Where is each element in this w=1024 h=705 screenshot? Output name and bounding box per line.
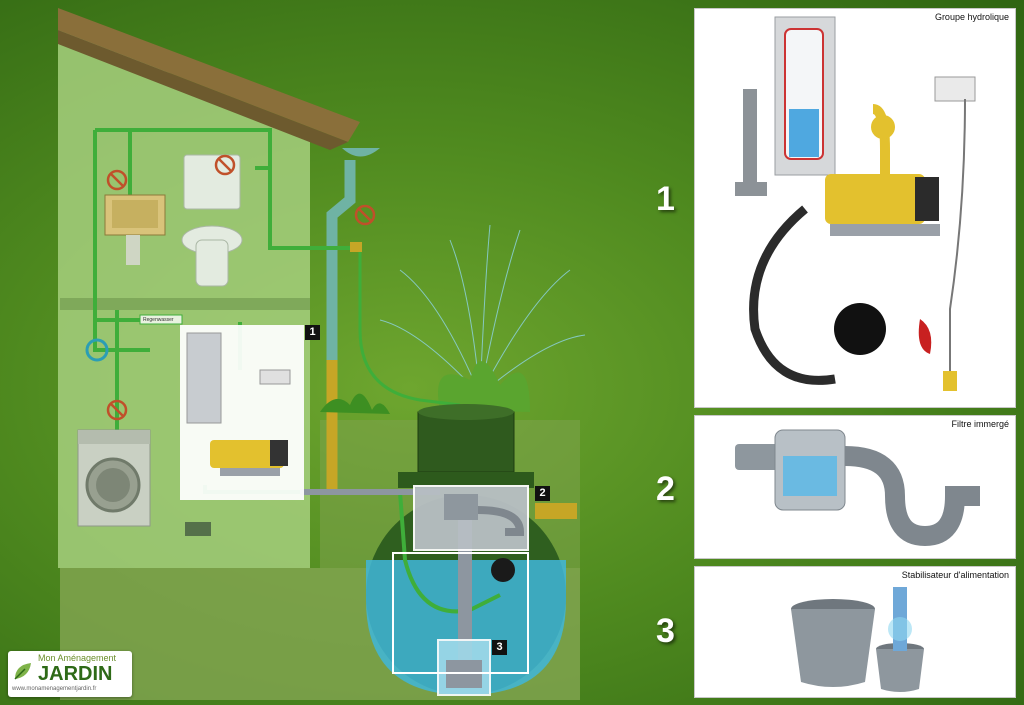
floor-drain <box>185 522 211 536</box>
marker-2: 2 <box>535 486 550 501</box>
overflow-pipe <box>535 503 577 519</box>
panel-number-3: 3 <box>656 612 675 650</box>
garden-hose <box>358 252 461 407</box>
logo-line-1: Mon Aménagement <box>38 653 117 663</box>
logo-url: www.monamenagementjardin.fr <box>12 686 97 692</box>
drinking-water-sign <box>85 338 109 362</box>
toilet <box>181 154 243 287</box>
garden-tap <box>350 242 362 252</box>
float-ball <box>491 558 515 582</box>
panel-number-2: 2 <box>656 470 675 508</box>
hydraulic-unit-illustration <box>735 16 976 391</box>
roof <box>58 8 360 142</box>
downpipe <box>326 160 356 490</box>
inlet-standpipe <box>458 520 472 660</box>
inset-3-frame <box>392 552 529 674</box>
panel-title: Filtre immergé <box>951 419 1009 429</box>
stabilizer-illustration <box>791 587 924 692</box>
washing-machine <box>77 429 151 527</box>
marker-3: 3 <box>492 640 507 655</box>
panel-title: Stabilisateur d'alimentation <box>901 570 1009 580</box>
panel-stabilizer: Stabilisateur d'alimentation <box>694 566 1016 698</box>
roof-underside <box>58 30 348 150</box>
house-floor-divider <box>60 298 310 310</box>
filter-illustration <box>735 429 980 547</box>
no-drinking-signs <box>106 154 376 421</box>
brand-logo: Mon Aménagement JARDIN www.monamenagemen… <box>8 651 132 697</box>
logo-line-2: JARDIN <box>38 663 113 685</box>
gutter <box>342 148 380 157</box>
panel-title: Groupe hydrolique <box>934 12 1009 22</box>
pipe-label: Regenwasser <box>143 317 174 323</box>
panel-filter: Filtre immergé <box>694 415 1016 559</box>
panel-number-1: 1 <box>656 180 675 218</box>
grass <box>320 393 390 414</box>
marker-1: 1 <box>305 325 320 340</box>
house-cutaway-illustration <box>58 8 586 700</box>
panel-hydraulic-unit: Groupe hydrolique <box>694 8 1016 408</box>
wash-basin <box>104 194 166 265</box>
leaf-logo-icon <box>14 663 31 680</box>
pipe-label-box <box>139 314 183 325</box>
plant-leaves <box>438 361 530 412</box>
